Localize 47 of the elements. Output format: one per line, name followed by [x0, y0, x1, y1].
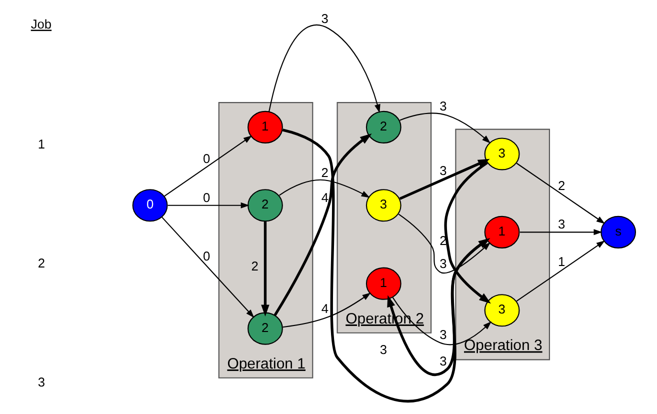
edge-label: 0 — [202, 151, 210, 166]
node-circle: 2 — [247, 312, 282, 345]
arrow — [278, 179, 370, 198]
edge-label: 3 — [320, 10, 328, 26]
node-circle: 3 — [365, 189, 401, 222]
edge-label: 4 — [320, 190, 328, 205]
edge-label: 3 — [439, 326, 446, 342]
node-circle: 1 — [484, 216, 520, 248]
arrow — [398, 158, 490, 200]
arrow — [260, 222, 269, 317]
arrow — [161, 216, 254, 318]
arrow — [392, 297, 491, 346]
label: 1 — [37, 136, 44, 152]
arrow — [282, 292, 370, 328]
arrow — [519, 229, 602, 236]
arrow — [516, 162, 605, 224]
edge-label: 1 — [558, 254, 565, 270]
node-circle: 0 — [132, 189, 168, 222]
edge-label: 3 — [439, 354, 446, 369]
edge-label: 0 — [202, 190, 210, 205]
arrow — [386, 239, 488, 376]
arrow — [164, 136, 252, 197]
edge-label: 3 — [379, 342, 387, 357]
node-circle: 2 — [247, 189, 282, 222]
node-circle: 3 — [484, 138, 520, 170]
label: 2 — [37, 256, 44, 271]
edge-label: 0 — [202, 248, 210, 264]
edge-label: 4 — [320, 301, 328, 316]
arrow — [516, 240, 605, 302]
edge-label: 2 — [320, 165, 328, 180]
node-circle: 1 — [365, 267, 401, 300]
edge-label: 2 — [250, 258, 258, 274]
arrow — [167, 202, 249, 208]
node-circle: 3 — [484, 294, 520, 327]
edge-label: 3 — [439, 162, 446, 178]
edge-label: 2 — [558, 178, 565, 193]
arrow — [268, 24, 380, 113]
edge-label: 3 — [439, 256, 446, 272]
node-circle: s — [600, 216, 636, 248]
node-circle: 1 — [247, 110, 282, 144]
arrow — [273, 134, 372, 316]
label: Job — [30, 16, 52, 32]
edge-label: 3 — [439, 98, 446, 114]
arrow — [399, 112, 490, 144]
label: 3 — [37, 374, 44, 390]
node-circle: 2 — [365, 110, 401, 144]
edge-label: 3 — [558, 216, 565, 232]
